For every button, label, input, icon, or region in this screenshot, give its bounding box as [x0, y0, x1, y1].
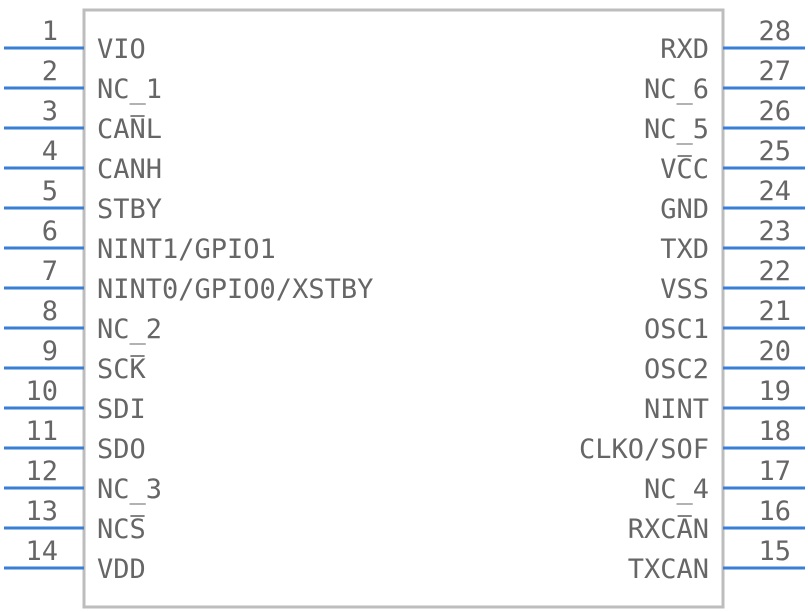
- pin-number-6: 6: [42, 216, 58, 247]
- pin-number-9: 9: [42, 336, 58, 367]
- pin-label-15: TXCAN: [628, 554, 709, 585]
- pin-label-19: NINT: [644, 394, 709, 425]
- pin-number-15: 15: [758, 536, 791, 567]
- pin-number-11: 11: [25, 416, 58, 447]
- pin-label-2: NC_1: [97, 74, 162, 105]
- pin-number-1: 1: [42, 16, 58, 47]
- pin-number-25: 25: [758, 136, 791, 167]
- pin-label-6: NINT1/GPIO1: [97, 234, 276, 265]
- pin-number-19: 19: [758, 376, 791, 407]
- pin-number-22: 22: [758, 256, 791, 287]
- ic-body: [82, 8, 725, 609]
- pin-label-7: NINT0/GPIO0/XSTBY: [97, 274, 373, 305]
- pin-number-12: 12: [25, 456, 58, 487]
- pin-label-5: STBY: [97, 194, 162, 225]
- pin-label-25: VCC: [660, 154, 709, 185]
- pin-label-23: TXD: [660, 234, 709, 265]
- pin-number-26: 26: [758, 96, 791, 127]
- pin-label-22: VSS: [660, 274, 709, 305]
- pin-label-9: SCK: [97, 354, 147, 385]
- pin-number-20: 20: [758, 336, 791, 367]
- pin-label-14: VDD: [97, 554, 146, 585]
- pin-number-4: 4: [42, 136, 58, 167]
- pin-number-16: 16: [758, 496, 791, 527]
- pin-label-12: NC_3: [97, 474, 162, 505]
- pin-label-3: CANL: [97, 114, 162, 145]
- pin-number-10: 10: [25, 376, 58, 407]
- pin-number-2: 2: [42, 56, 58, 87]
- pin-number-18: 18: [758, 416, 791, 447]
- pin-label-26: NC_5: [644, 114, 709, 145]
- pin-label-21: OSC1: [644, 314, 709, 345]
- pin-number-28: 28: [758, 16, 791, 47]
- pin-number-8: 8: [42, 296, 58, 327]
- pin-label-11: SDO: [97, 434, 146, 465]
- pin-number-23: 23: [758, 216, 791, 247]
- pin-number-17: 17: [758, 456, 791, 487]
- pin-number-21: 21: [758, 296, 791, 327]
- pin-label-8: NC_2: [97, 314, 162, 345]
- pin-number-14: 14: [25, 536, 58, 567]
- pin-number-7: 7: [42, 256, 58, 287]
- pin-number-13: 13: [25, 496, 58, 527]
- pin-label-17: NC_4: [644, 474, 709, 505]
- pin-label-13: NCS: [97, 514, 146, 545]
- pin-number-3: 3: [42, 96, 58, 127]
- pin-label-16: RXCAN: [628, 514, 709, 545]
- pin-label-1: VIO: [97, 34, 146, 65]
- pin-number-24: 24: [758, 176, 791, 207]
- pin-number-27: 27: [758, 56, 791, 87]
- pin-label-18: CLKO/SOF: [579, 434, 709, 465]
- pin-label-27: NC_6: [644, 74, 709, 105]
- pin-label-4: CANH: [97, 154, 162, 185]
- pin-label-24: GND: [660, 194, 709, 225]
- pin-number-5: 5: [42, 176, 58, 207]
- pin-label-20: OSC2: [644, 354, 709, 385]
- pin-label-10: SDI: [97, 394, 146, 425]
- pin-label-28: RXD: [660, 34, 709, 65]
